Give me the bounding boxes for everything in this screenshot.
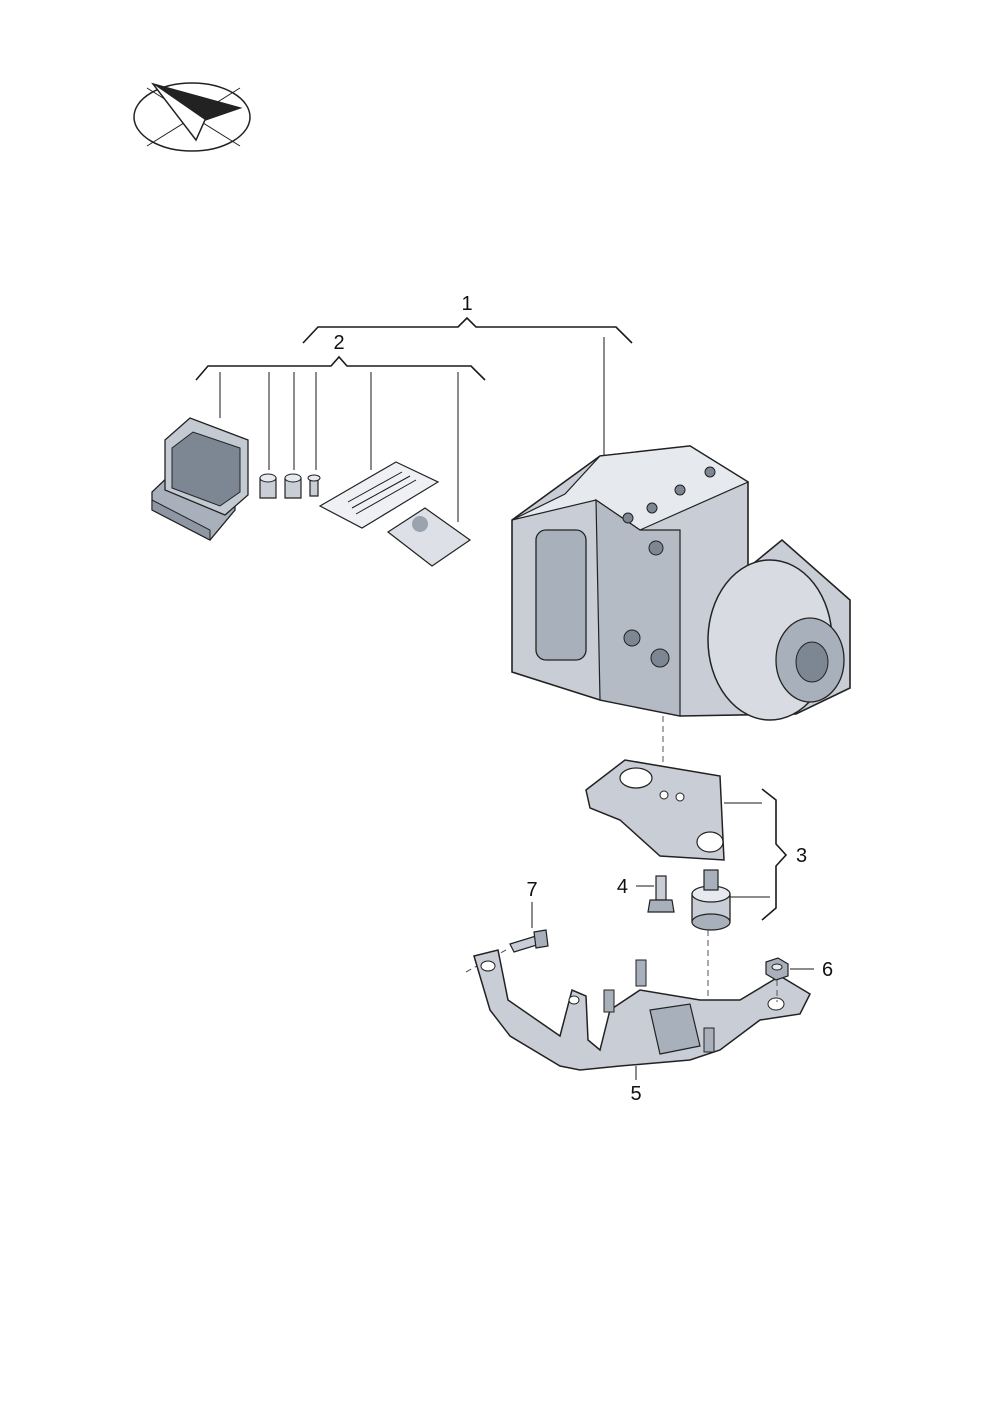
bracket-group-1 [302,316,633,458]
callout-7: 7 [526,879,537,901]
callout-5: 5 [630,1083,641,1105]
screw-icon [307,474,321,497]
callout-3: 3 [796,845,807,867]
abs-hydraulic-unit [511,445,851,721]
rubber-bushing-icon [691,869,731,931]
nut-icon [765,957,789,981]
instruction-sheet [318,461,440,529]
mounting-bracket-upper [585,759,725,861]
sealing-packet [386,507,472,567]
bolt-icon [647,875,675,913]
screw-icon [259,473,277,499]
paper-plane-check-icon [133,82,251,152]
screw-icon [284,473,302,499]
bracket-group-3 [724,788,788,921]
bracket-group-2 [195,355,486,522]
callout-1: 1 [461,293,472,315]
mounting-bracket-lower [473,949,811,1071]
callout-4: 4 [617,876,628,898]
callout-2: 2 [333,332,344,354]
control-unit [151,417,249,541]
bolt-icon [509,929,549,953]
callout-6: 6 [822,959,833,981]
